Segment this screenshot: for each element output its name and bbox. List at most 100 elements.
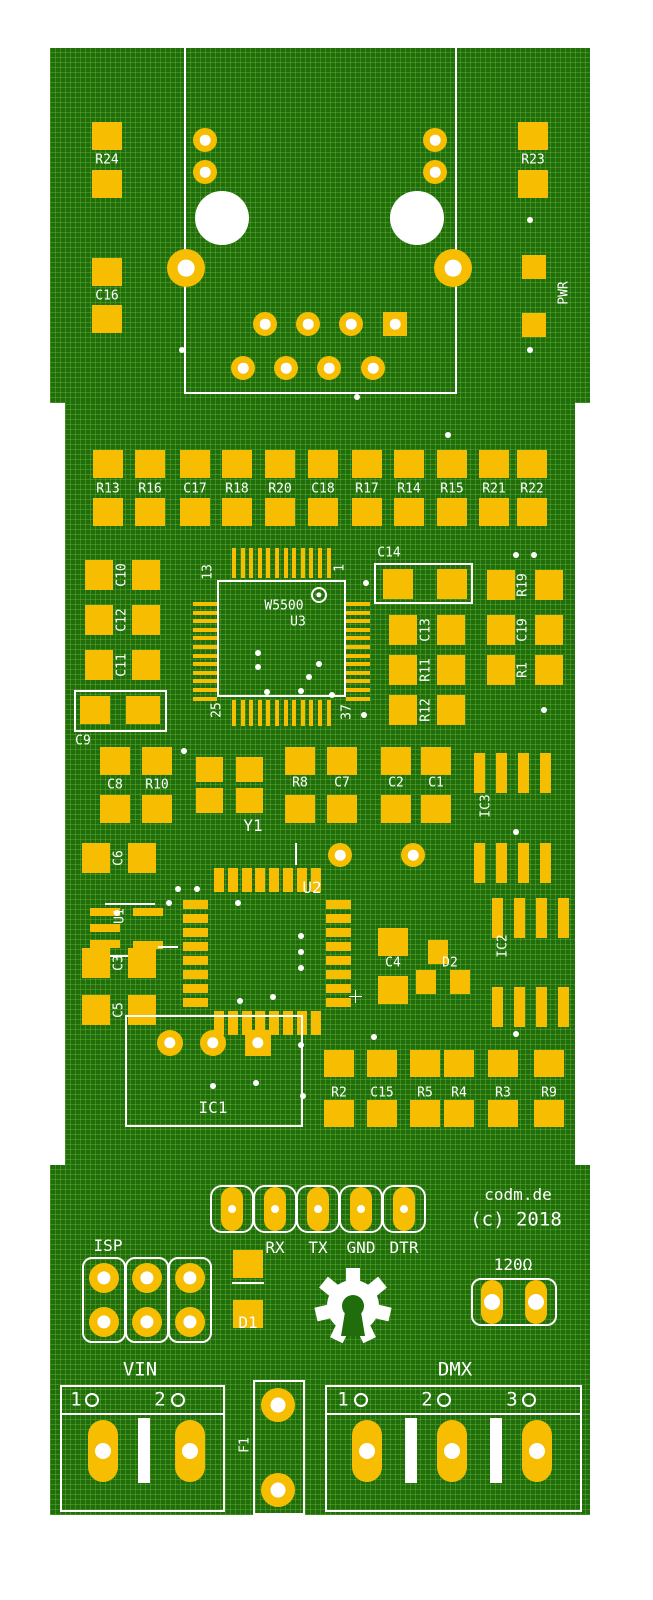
header-label: DTR: [389, 1238, 419, 1257]
ic-pin: [326, 900, 351, 909]
ic-pin: [193, 662, 217, 667]
pad-y1: [236, 757, 263, 782]
ic-pin: [326, 700, 331, 726]
pad-pwr-led: [522, 313, 546, 337]
ic-pin: [310, 1011, 321, 1035]
via: [270, 994, 276, 1000]
isp-pin: [132, 1307, 162, 1337]
through-hole-pad: [339, 312, 363, 336]
through-hole-pad: [352, 1200, 370, 1218]
silkscreen-label: 2: [421, 1388, 433, 1411]
pad-r24: [92, 122, 122, 150]
pad-c7: [327, 747, 357, 775]
ic-pin: [326, 970, 351, 979]
pad-r9: [534, 1100, 564, 1127]
label-c7: C7: [334, 775, 350, 791]
outline-c14: [374, 563, 473, 604]
terminal-dmx-outline: [325, 1385, 582, 1512]
pad-r9: [534, 1050, 564, 1077]
u1-pin: [90, 940, 120, 948]
pad-r13: [93, 498, 123, 526]
pad-r19: [487, 570, 515, 600]
silkscreen-line: [105, 903, 155, 905]
header-outline: [339, 1185, 383, 1233]
ic-pin: [518, 843, 529, 883]
ic-pin: [474, 753, 485, 793]
pad-r15: [437, 498, 467, 526]
through-hole-pad: [157, 1030, 183, 1056]
ic-pin: [326, 928, 351, 937]
ic-pin: [346, 627, 370, 632]
pad-r8: [285, 795, 315, 823]
ic-pin: [275, 700, 279, 726]
label-ic1: IC1: [198, 1098, 228, 1117]
jumper-pin: [481, 1280, 503, 1324]
via: [298, 949, 304, 955]
header-outline: [253, 1185, 297, 1233]
silkscreen-label: 25: [209, 702, 225, 718]
label-r2: R2: [331, 1085, 347, 1101]
label-c2: C2: [388, 775, 404, 791]
pad-r21: [479, 450, 509, 478]
label-r12: R12: [418, 698, 434, 722]
pad-r4: [444, 1050, 474, 1077]
pad-c17: [180, 498, 210, 526]
pad-y1: [196, 757, 223, 782]
ic-pin: [326, 956, 351, 965]
ic-pin: [292, 700, 297, 726]
pad-r10: [142, 795, 172, 823]
via: [513, 829, 519, 835]
pad-r14: [394, 498, 424, 526]
ic-pin: [255, 1011, 266, 1035]
ic-pin: [232, 700, 236, 726]
silkscreen-line: [295, 843, 297, 865]
through-hole-pad: [423, 160, 447, 184]
label-c19: C19: [515, 618, 531, 642]
ic-pin: [558, 898, 569, 938]
label-r24: R24: [95, 152, 119, 168]
pad-r1: [535, 655, 563, 685]
jumper-pin: [525, 1280, 547, 1324]
silkscreen-line: [138, 1418, 150, 1483]
isp-pin: [89, 1307, 119, 1337]
isp-label: ISP: [93, 1236, 123, 1255]
terminal-dmx-pin: [522, 1420, 552, 1482]
terminal-vin-label: VIN: [122, 1358, 158, 1381]
isp-pin: [132, 1263, 162, 1293]
pad-r20: [265, 498, 295, 526]
ic-pin: [514, 987, 525, 1027]
pad-r20: [265, 450, 295, 478]
terminal-vin-outline: [60, 1385, 225, 1512]
pad-r10: [142, 747, 172, 775]
pin-marker-circle: [171, 1393, 185, 1407]
label-c1: C1: [428, 775, 444, 791]
via: [194, 886, 200, 892]
label-y1: Y1: [243, 816, 263, 835]
pad-r12: [389, 695, 417, 725]
ic-pin: [269, 1011, 280, 1035]
via: [300, 1093, 306, 1099]
via: [361, 712, 367, 718]
terminal-dmx-pin: [437, 1420, 467, 1482]
ic-pin: [536, 987, 547, 1027]
pad-r11: [389, 655, 417, 685]
chip-label-w5500: W5500: [264, 598, 304, 614]
ic-pin: [540, 753, 551, 793]
silkscreen-line: [60, 1413, 225, 1415]
pad-d2: [450, 970, 470, 994]
silkscreen-line: [158, 946, 178, 948]
outline-u3: [217, 580, 346, 697]
pcb-board-top: [50, 48, 590, 403]
ic-pin: [492, 987, 503, 1027]
ic-pin: [326, 914, 351, 923]
label-c10: C10: [114, 563, 130, 587]
pad-r21: [479, 498, 509, 526]
through-hole-pad: [274, 356, 298, 380]
through-hole-pad: [193, 160, 217, 184]
ic-pin: [518, 753, 529, 793]
ic-pin: [193, 696, 217, 701]
pad-r17: [352, 498, 382, 526]
silkscreen-line: [184, 48, 186, 393]
via: [235, 900, 241, 906]
pad-c5: [128, 995, 156, 1025]
